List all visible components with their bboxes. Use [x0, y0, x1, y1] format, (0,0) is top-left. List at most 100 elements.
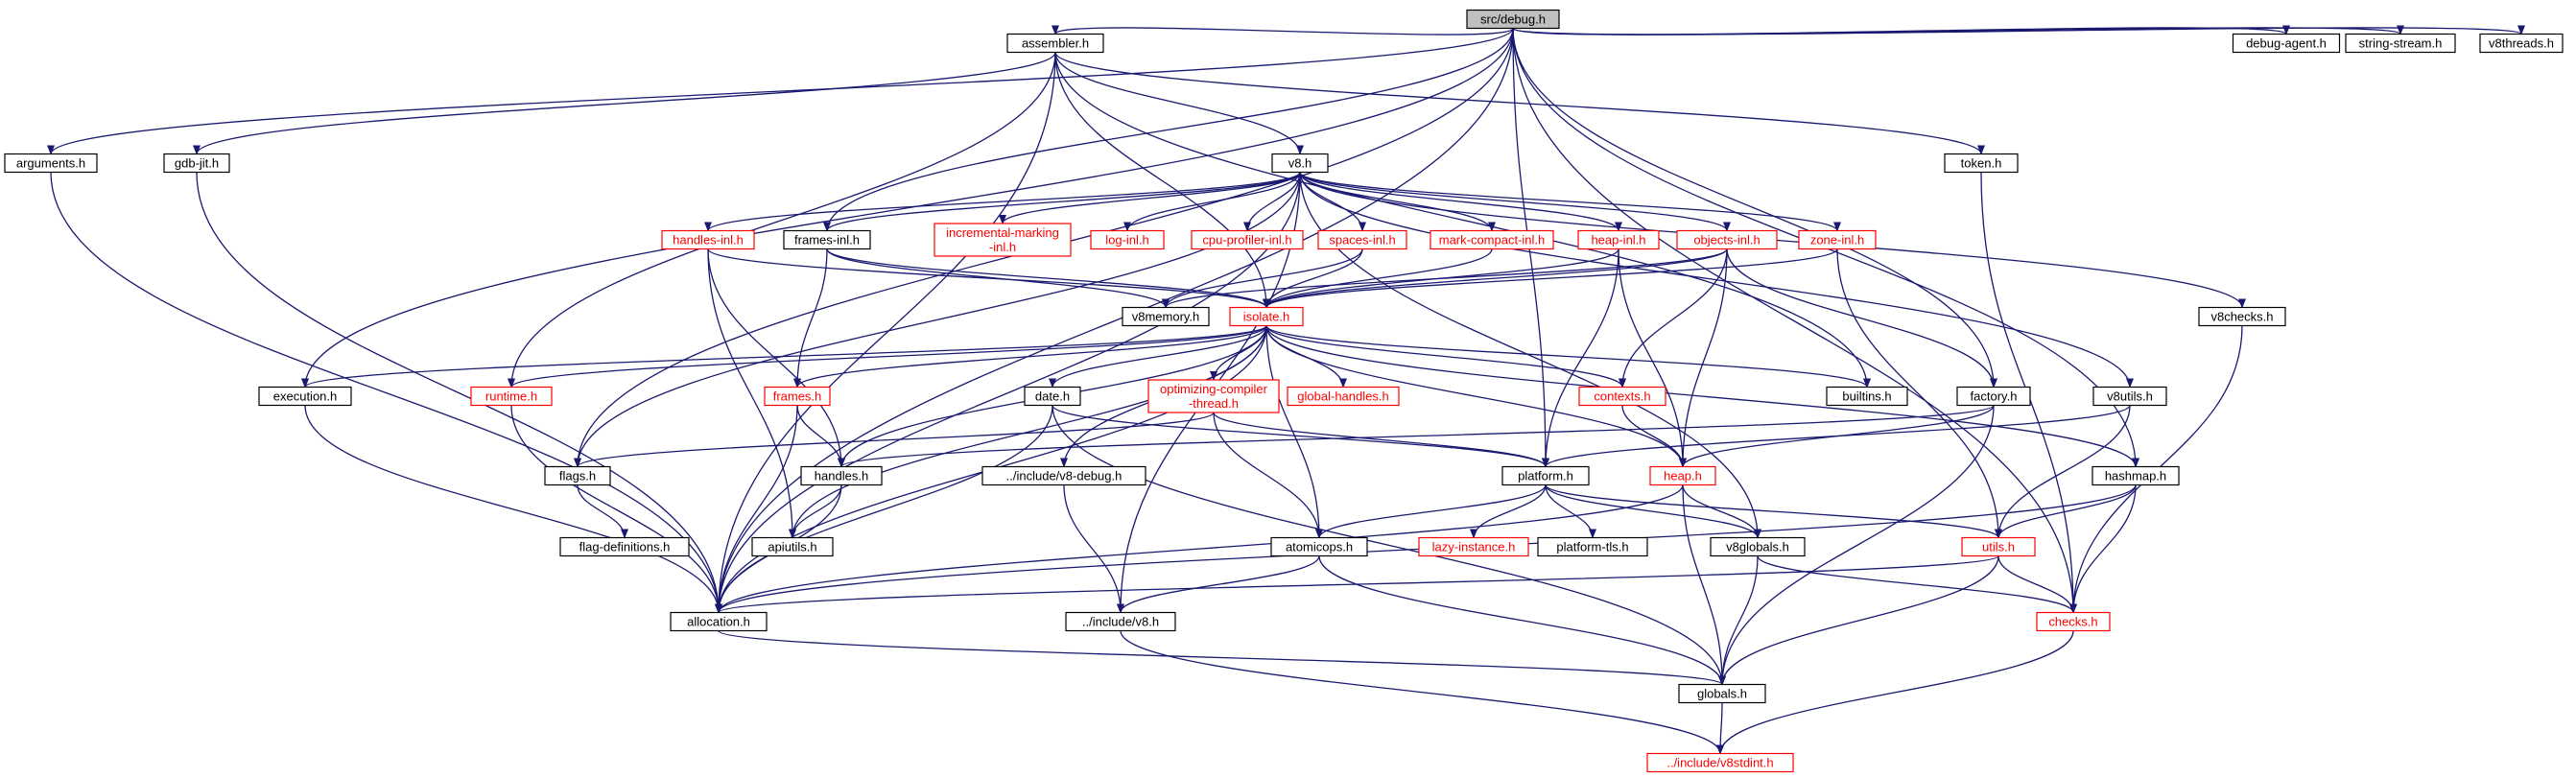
node-hashmap[interactable]: hashmap.h — [2092, 465, 2180, 486]
node-isolate[interactable]: isolate.h — [1229, 306, 1304, 327]
edge-v8-to-allocation — [715, 172, 1301, 614]
node-v8threads[interactable]: v8threads.h — [2479, 33, 2564, 54]
node-v8checks[interactable]: v8checks.h — [2198, 306, 2286, 327]
node-box — [934, 223, 1072, 257]
node-atomicops[interactable]: atomicops.h — [1270, 536, 1368, 557]
edge-include_v8_debug-to-include_v8 — [1063, 484, 1124, 614]
node-box — [800, 465, 883, 486]
node-apiutils[interactable]: apiutils.h — [751, 536, 834, 557]
edge-optimizing_compiler_thread-to-atomicops — [1213, 412, 1323, 539]
node-platform[interactable]: platform.h — [1501, 465, 1590, 486]
node-heap-inl[interactable]: heap-inl.h — [1577, 229, 1660, 250]
edge-v8-to-flags — [574, 172, 1301, 468]
node-debug-agent[interactable]: debug-agent.h — [2232, 33, 2341, 54]
node-include-v8-debug[interactable]: ../include/v8-debug.h — [981, 465, 1146, 486]
edge-objects_inl-to-contexts — [1619, 248, 1728, 389]
node-box — [2345, 33, 2456, 54]
edge-heap-to-v8globals — [1682, 484, 1761, 539]
node-box — [1578, 386, 1666, 407]
node-globals[interactable]: globals.h — [1678, 683, 1766, 704]
node-builtins[interactable]: builtins.h — [1826, 386, 1908, 407]
node-handles[interactable]: handles.h — [800, 465, 883, 486]
edge-v8-to-objects_inl — [1299, 172, 1731, 232]
node-box — [1229, 306, 1304, 327]
edge-handles_inl-to-apiutils — [707, 248, 796, 539]
edge-debug-to-allocation — [715, 28, 1514, 614]
node-label: token.h — [1961, 156, 2002, 171]
edge-optimizing_compiler_thread-to-platform — [1213, 412, 1549, 468]
node-objects-inl[interactable]: objects-inl.h — [1676, 229, 1778, 250]
node-token[interactable]: token.h — [1944, 153, 2019, 174]
node-box — [1024, 386, 1081, 407]
node-contexts[interactable]: contexts.h — [1578, 386, 1666, 407]
node-optimizing-compiler-thread[interactable]: optimizing-compiler-thread.h — [1147, 379, 1280, 413]
edge-v8-to-spaces_inl — [1299, 172, 1366, 232]
node-label: platform-tls.h — [1556, 540, 1628, 554]
node-box — [1466, 9, 1560, 30]
edge-objects_inl-to-heap — [1679, 248, 1728, 468]
edge-globals-to-include_v8stdint — [1716, 702, 1725, 755]
node-v8globals[interactable]: v8globals.h — [1710, 536, 1806, 557]
node-global-handles[interactable]: global-handles.h — [1287, 386, 1400, 407]
edge-allocation-to-globals — [718, 629, 1726, 686]
node-date[interactable]: date.h — [1024, 386, 1081, 407]
node-cpu-profiler-inl[interactable]: cpu-profiler-inl.h — [1191, 229, 1304, 250]
node-box — [163, 153, 230, 174]
node-allocation[interactable]: allocation.h — [670, 611, 768, 632]
node-label: ../include/v8-debug.h — [1006, 469, 1123, 483]
node-label: v8memory.h — [1132, 310, 1200, 324]
edge-execution-to-allocation — [304, 405, 722, 614]
node-box — [1501, 465, 1590, 486]
node-flag-definitions[interactable]: flag-definitions.h — [559, 536, 690, 557]
node-box — [1430, 229, 1554, 250]
node-runtime[interactable]: runtime.h — [470, 386, 553, 407]
node-frames-inl[interactable]: frames-inl.h — [783, 229, 871, 250]
node-heap[interactable]: heap.h — [1649, 465, 1716, 486]
node-execution[interactable]: execution.h — [258, 386, 352, 407]
node-label: date.h — [1035, 389, 1070, 404]
node-spaces-inl[interactable]: spaces-inl.h — [1317, 229, 1407, 250]
node-incremental-marking-inl[interactable]: incremental-marking-inl.h — [934, 223, 1072, 257]
node-label: allocation.h — [687, 615, 750, 629]
edge-v8-to-handles_inl — [704, 171, 1301, 232]
node-debug[interactable]: src/debug.h — [1466, 9, 1560, 30]
node-box — [1710, 536, 1806, 557]
node-include-v8[interactable]: ../include/v8.h — [1065, 611, 1176, 632]
edge-v8-to-incremental_marking_inl — [999, 172, 1301, 224]
node-label: ../include/v8stdint.h — [1666, 756, 1773, 770]
node-v8memory[interactable]: v8memory.h — [1122, 306, 1210, 327]
node-flags[interactable]: flags.h — [544, 465, 611, 486]
edge-include_v8-to-include_v8stdint — [1120, 630, 1724, 755]
node-label: string-stream.h — [2359, 36, 2443, 51]
node-string-stream[interactable]: string-stream.h — [2345, 33, 2456, 54]
node-label: src/debug.h — [1480, 12, 1546, 27]
node-assembler[interactable]: assembler.h — [1006, 33, 1104, 54]
node-label: gdb-jit.h — [175, 156, 219, 171]
edge-frames_inl-to-v8memory — [826, 248, 1170, 309]
node-handles-inl[interactable]: handles-inl.h — [661, 229, 755, 250]
node-lazy-instance[interactable]: lazy-instance.h — [1418, 536, 1529, 557]
node-box — [2232, 33, 2341, 54]
node-gdb-jit[interactable]: gdb-jit.h — [163, 153, 230, 174]
node-label: heap-inl.h — [1591, 233, 1645, 248]
node-v8utils[interactable]: v8utils.h — [2092, 386, 2167, 407]
node-v8[interactable]: v8.h — [1271, 153, 1329, 174]
node-label: v8globals.h — [1726, 540, 1789, 554]
node-include-v8stdint[interactable]: ../include/v8stdint.h — [1646, 752, 1794, 773]
node-platform-tls[interactable]: platform-tls.h — [1537, 536, 1648, 557]
edge-handles_inl-to-handles — [707, 248, 845, 468]
node-box — [2036, 611, 2111, 632]
node-mark-compact-inl[interactable]: mark-compact-inl.h — [1430, 229, 1554, 250]
node-box — [1065, 611, 1176, 632]
node-frames[interactable]: frames.h — [764, 386, 831, 407]
node-factory[interactable]: factory.h — [1956, 386, 2031, 407]
node-zone-inl[interactable]: zone-inl.h — [1798, 229, 1877, 250]
node-arguments[interactable]: arguments.h — [4, 153, 98, 174]
node-checks[interactable]: checks.h — [2036, 611, 2111, 632]
node-log-inl[interactable]: log-inl.h — [1090, 229, 1165, 250]
node-utils[interactable]: utils.h — [1961, 536, 2036, 557]
edge-platform-to-v8globals — [1545, 484, 1761, 539]
edge-v8utils-to-utils — [1995, 405, 2131, 539]
node-label: log-inl.h — [1105, 233, 1149, 248]
